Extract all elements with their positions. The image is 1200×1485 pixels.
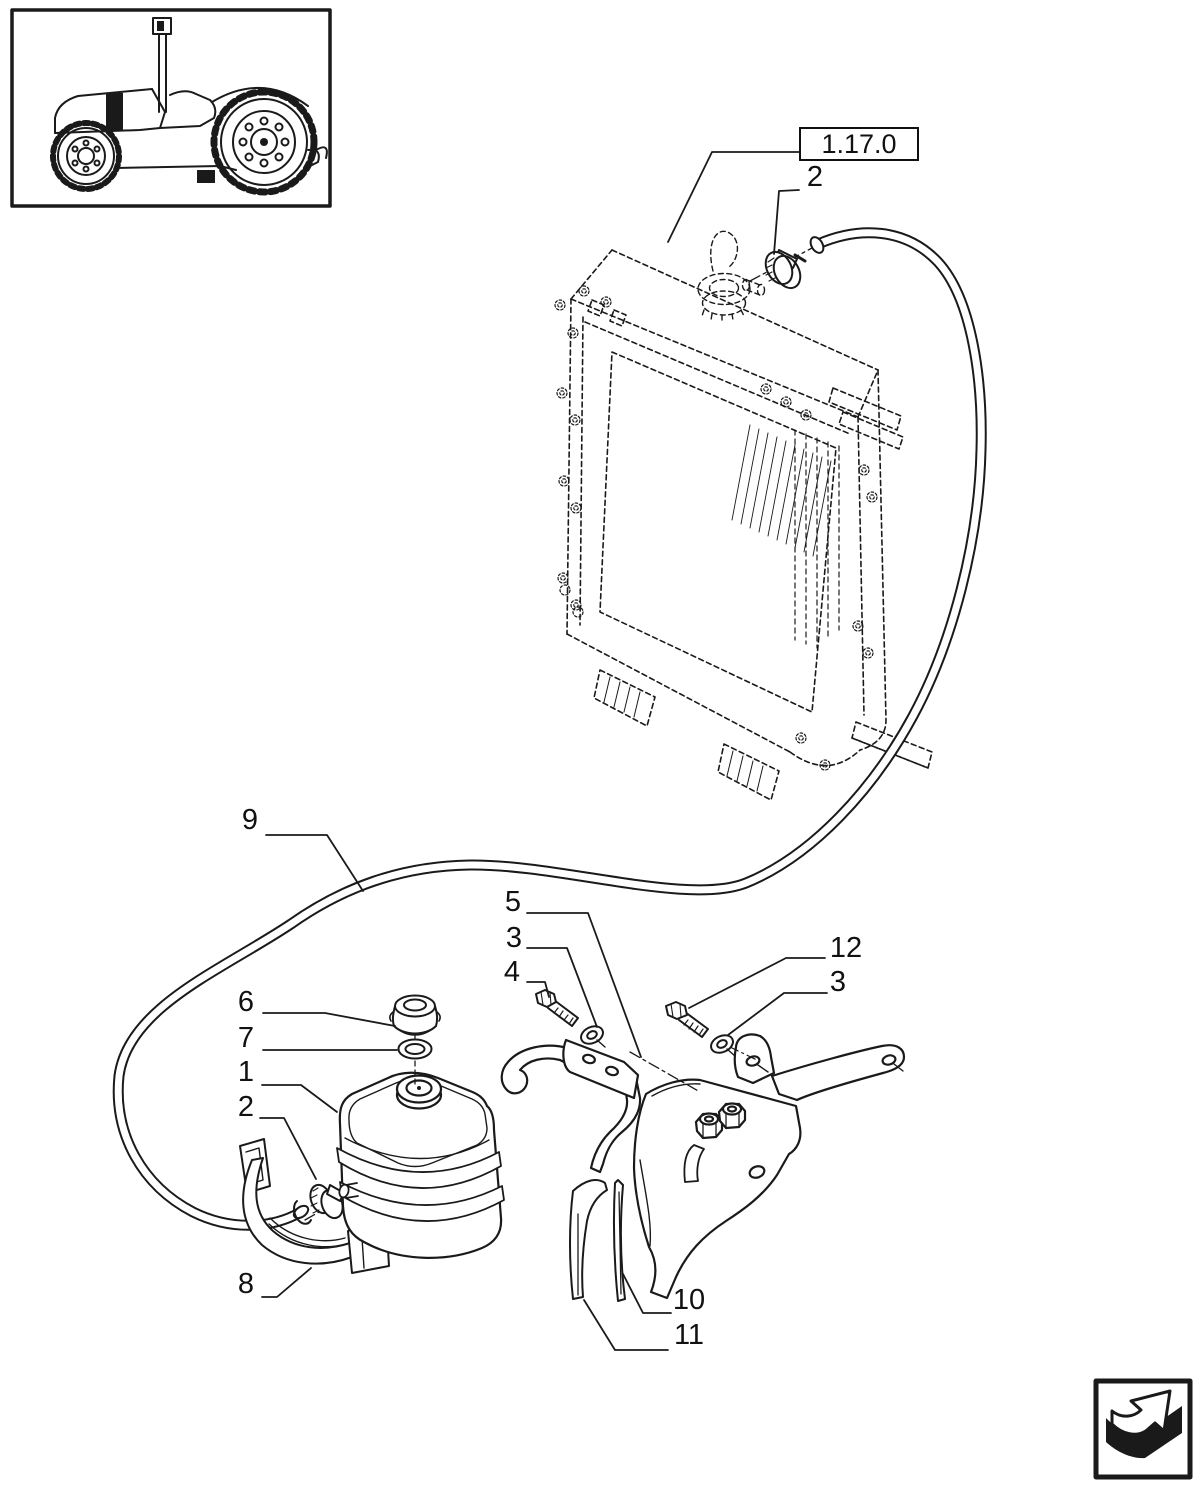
tractor-thumbnail	[10, 8, 332, 208]
radiator-assembly	[554, 230, 933, 801]
callout-1-9[interactable]: 1	[237, 1056, 255, 1088]
support-bracket-large	[632, 1033, 906, 1300]
bolt-4	[535, 989, 579, 1027]
callout-3-6[interactable]: 3	[829, 966, 847, 998]
callout-9-1[interactable]: 9	[241, 804, 259, 836]
assembly-axis-top	[749, 247, 813, 282]
assembly-axis-brackets	[629, 1051, 701, 1093]
callout-3-3[interactable]: 3	[505, 922, 523, 954]
shim-plate-11	[569, 1178, 608, 1300]
hose-clamp-bottom	[293, 1183, 357, 1225]
shim-plate-10	[613, 1179, 626, 1302]
tractor-icon	[50, 17, 328, 196]
support-bracket-small	[500, 1038, 642, 1174]
bolt-12	[665, 1001, 709, 1038]
bracket-nuts	[694, 1102, 747, 1140]
callout-8-11[interactable]: 8	[237, 1268, 255, 1300]
hose-clamp-top	[764, 249, 807, 290]
cap-gasket	[397, 1038, 433, 1060]
callout-2-10[interactable]: 2	[237, 1091, 255, 1123]
callout-10-12[interactable]: 10	[672, 1284, 706, 1316]
expansion-tank	[336, 1071, 505, 1259]
callout-2-0[interactable]: 2	[806, 161, 824, 193]
leader-lines	[259, 151, 828, 1351]
callout-11-13[interactable]: 11	[673, 1319, 705, 1351]
overflow-hose	[112, 227, 987, 1231]
washer-3-right	[710, 1034, 736, 1057]
callout-4-4[interactable]: 4	[503, 956, 521, 988]
assembly-axis-washer	[729, 1046, 758, 1061]
callout-5-2[interactable]: 5	[504, 886, 522, 918]
callout-6-7[interactable]: 6	[237, 986, 255, 1018]
callout-7-8[interactable]: 7	[237, 1022, 255, 1054]
radiator-core-fins	[731, 424, 832, 557]
callout-12-5[interactable]: 12	[829, 932, 863, 964]
next-section-arrow-icon[interactable]	[1093, 1378, 1193, 1480]
tank-cap	[389, 994, 441, 1085]
washer-3-left	[580, 1025, 606, 1048]
reference-label[interactable]: 1.17.0	[799, 127, 919, 161]
